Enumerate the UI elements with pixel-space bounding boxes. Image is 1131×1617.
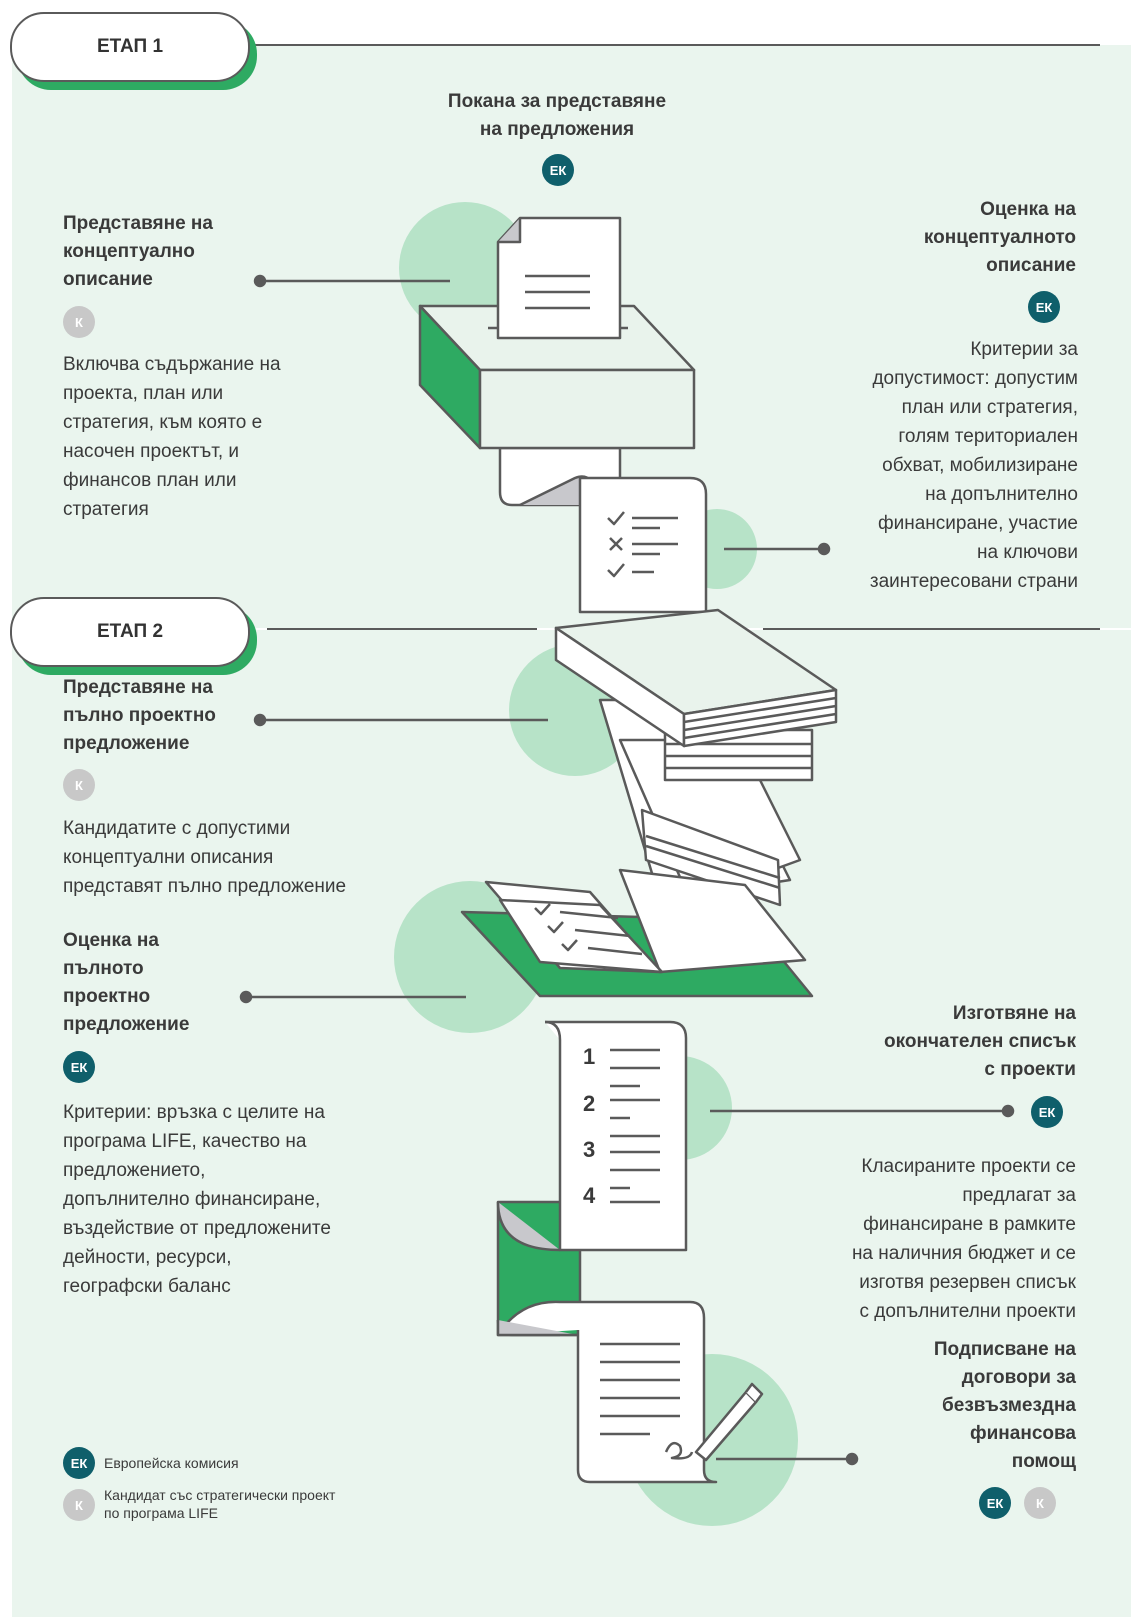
legend-k-text: Кандидат със стратегически проект по про… <box>104 1487 336 1521</box>
signed-contract-icon <box>496 1300 718 1484</box>
full-eval-title: Оценка на пълното проектно предложение <box>63 930 190 1035</box>
concept-submit-description: Включва съдържание на проекта, план или … <box>63 354 281 520</box>
ek-badge: ЕК <box>542 154 574 186</box>
final-list-description: Класираните проекти се предлагат за фина… <box>851 1156 1076 1322</box>
rank-number: 3 <box>583 1137 596 1162</box>
legend-ek-badge: ЕК <box>63 1447 95 1479</box>
pen-icon <box>694 1382 764 1462</box>
stage2-label: ЕТАП 2 <box>10 597 250 667</box>
rank-number: 2 <box>583 1091 596 1116</box>
stack-of-documents-icon <box>554 608 838 907</box>
k-badge: К <box>1024 1487 1056 1519</box>
legend-ek-text: Европейска комисия <box>104 1455 239 1471</box>
ek-badge: ЕК <box>1031 1096 1063 1128</box>
k-badge: К <box>63 306 95 338</box>
stage1-label: ЕТАП 1 <box>10 12 250 82</box>
full-submit-title: Представяне на пълно проектно предложени… <box>63 677 216 754</box>
checklist-icon <box>578 476 708 614</box>
stage2-line-left <box>267 628 537 630</box>
legend-k-badge: К <box>63 1489 95 1521</box>
stage1-line <box>240 44 1100 46</box>
ek-badge: ЕК <box>1028 291 1060 323</box>
ek-badge: ЕК <box>63 1051 95 1083</box>
contracts-title: Подписване на договори за безвъзмездна ф… <box>933 1339 1076 1472</box>
call-title: Покана за представяне на предложения <box>447 91 667 140</box>
ek-badge: ЕК <box>979 1487 1011 1519</box>
concept-eval-title: Оценка на концептуалното описание <box>923 199 1076 276</box>
open-book-icon <box>460 868 814 998</box>
concept-submit-title: Представяне на концептуално описание <box>63 213 213 290</box>
concept-eval-description: Критерии за допустимост: допустим план и… <box>869 339 1078 592</box>
stage2-line-right <box>763 628 1100 630</box>
final-list-title: Изготвяне на окончателен списък с проект… <box>884 1003 1076 1080</box>
k-badge: К <box>63 769 95 801</box>
connector-lines <box>239 274 1015 1466</box>
rank-number: 1 <box>583 1044 596 1069</box>
rank-number: 4 <box>583 1183 596 1208</box>
full-eval-description: Критерии: връзка с целите на програма LI… <box>63 1102 331 1297</box>
full-submit-description: Кандидатите с допустими концептуални опи… <box>63 818 347 897</box>
